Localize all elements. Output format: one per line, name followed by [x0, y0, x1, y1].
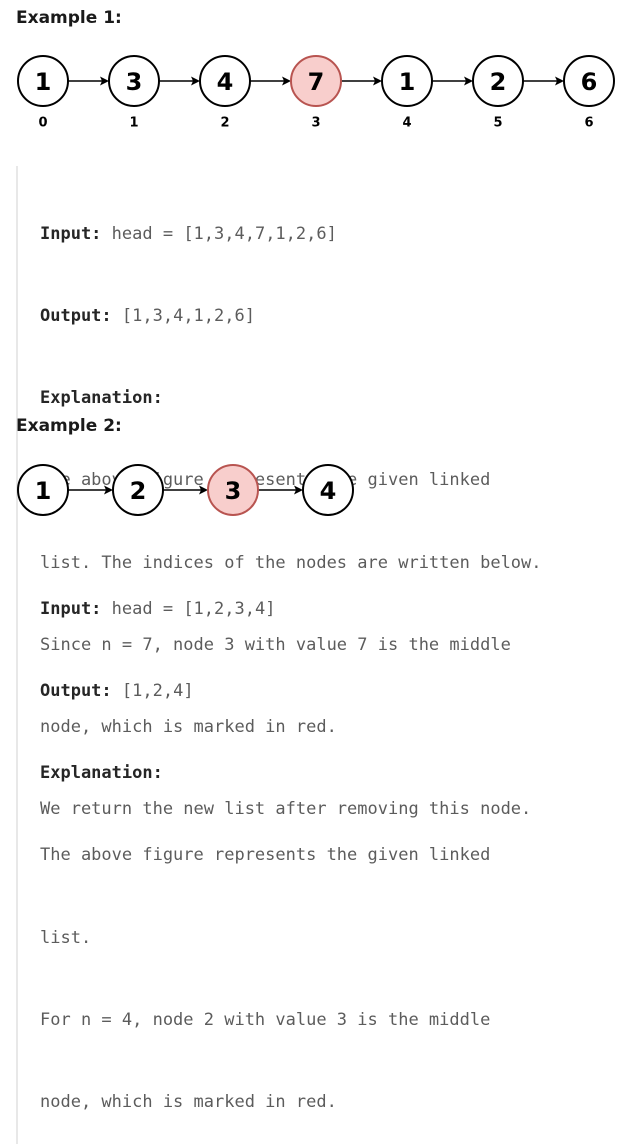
node-value: 6	[581, 68, 598, 96]
example-1-explanation-line: list. The indices of the nodes are writt…	[40, 552, 542, 573]
example-1-output-value: [1,3,4,1,2,6]	[121, 306, 255, 327]
example-1-output-line: Output: [1,3,4,1,2,6]	[40, 303, 638, 330]
next-pointer-arrow	[68, 76, 109, 86]
example-2-linked-list-diagram: 1 2 3 4	[17, 464, 354, 516]
example-2-input-label: Input:	[40, 598, 102, 619]
example-2-explanation-line: list.	[40, 927, 92, 948]
example-2-title: Example 2:	[16, 416, 122, 436]
example-2-explanation-label: Explanation:	[40, 763, 163, 784]
list-node: 14	[381, 55, 433, 131]
example-2-output-line: Output: [1,2,4]	[40, 678, 638, 705]
example-1-input-line: Input: head = [1,3,4,7,1,2,6]	[40, 221, 638, 248]
middle-node-circle	[207, 464, 259, 516]
example-2-code-block: Input: head = [1,2,3,4] Output: [1,2,4] …	[16, 541, 638, 1144]
next-pointer-arrow	[163, 485, 208, 495]
node-circle	[17, 464, 69, 516]
next-pointer-arrow	[432, 76, 473, 86]
node-circle	[17, 55, 69, 107]
list-node: 2	[112, 464, 164, 516]
list-node: 4	[302, 464, 354, 516]
node-index: 5	[493, 116, 502, 131]
node-value: 4	[320, 477, 337, 505]
node-value: 3	[126, 68, 143, 96]
node-value: 1	[35, 477, 52, 505]
list-node: 42	[199, 55, 251, 131]
node-index: 0	[38, 116, 47, 131]
list-node: 1	[17, 464, 69, 516]
middle-node-circle	[290, 55, 342, 107]
example-1-input-label: Input:	[40, 223, 102, 244]
node-value: 1	[399, 68, 416, 96]
node-index: 6	[584, 116, 593, 131]
next-pointer-arrow	[68, 485, 113, 495]
example-2-output-value: [1,2,4]	[121, 681, 194, 702]
node-circle	[108, 55, 160, 107]
example-1-explanation-label: Explanation:	[40, 388, 163, 409]
node-index: 3	[311, 116, 320, 131]
example-2-explanation-line: The above figure represents the given li…	[40, 845, 491, 866]
example-2-output-label: Output:	[40, 681, 112, 702]
node-circle	[381, 55, 433, 107]
example-2-input-value: head = [1,2,3,4]	[111, 598, 276, 619]
next-pointer-arrow	[250, 76, 291, 86]
example-1-explanation-line: Since n = 7, node 3 with value 7 is the …	[40, 634, 511, 655]
node-circle	[199, 55, 251, 107]
next-pointer-arrow	[159, 76, 200, 86]
node-circle	[563, 55, 615, 107]
example-1-input-value: head = [1,3,4,7,1,2,6]	[111, 223, 337, 244]
node-circle	[302, 464, 354, 516]
node-value: 2	[490, 68, 507, 96]
example-2-input-line: Input: head = [1,2,3,4]	[40, 596, 638, 623]
example-2-explanation-line: node, which is marked in red.	[40, 1092, 337, 1113]
node-value: 2	[130, 477, 147, 505]
example-1-output-label: Output:	[40, 306, 112, 327]
node-value: 7	[308, 68, 325, 96]
list-node: 66	[563, 55, 615, 131]
list-node: 3	[207, 464, 259, 516]
example-2-explanation-line: For n = 4, node 2 with value 3 is the mi…	[40, 1009, 491, 1030]
node-circle	[112, 464, 164, 516]
list-node: 31	[108, 55, 160, 131]
next-pointer-arrow	[341, 76, 382, 86]
node-value: 3	[225, 477, 242, 505]
node-index: 1	[129, 116, 138, 131]
next-pointer-arrow	[523, 76, 564, 86]
example-1-explanation-line: node, which is marked in red.	[40, 717, 337, 738]
node-index: 4	[402, 116, 411, 131]
list-node: 73	[290, 55, 342, 131]
list-node: 10	[17, 55, 69, 131]
node-value: 1	[35, 68, 52, 96]
example-1-title: Example 1:	[16, 8, 122, 28]
list-node: 25	[472, 55, 524, 131]
node-value: 4	[217, 68, 234, 96]
next-pointer-arrow	[258, 485, 303, 495]
node-circle	[472, 55, 524, 107]
node-index: 2	[220, 116, 229, 131]
